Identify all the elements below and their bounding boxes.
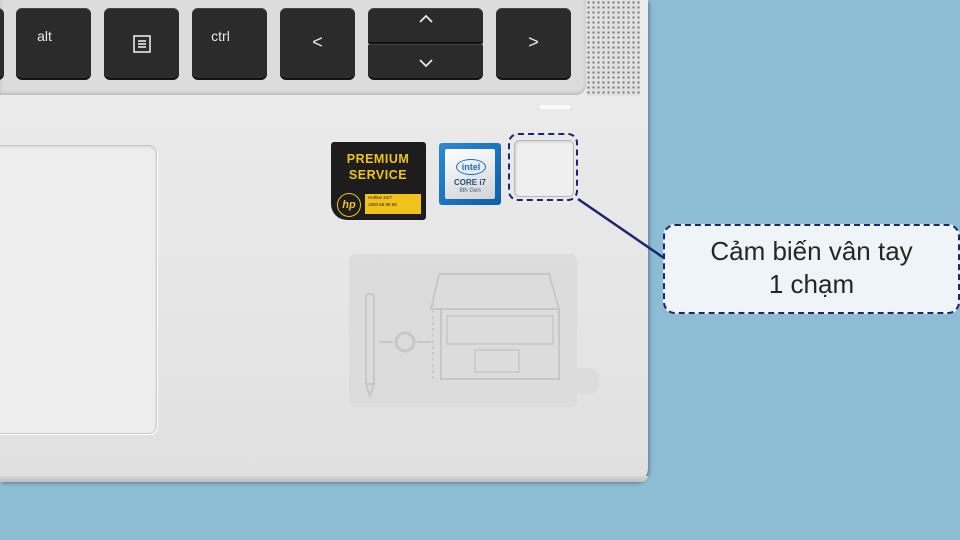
- key-right-arrow: >: [496, 8, 571, 78]
- key-ctrl: ctrl: [192, 8, 267, 78]
- keyboard: alt ctrl < >: [0, 0, 586, 95]
- down-arrow-icon: [368, 56, 483, 72]
- key-up-arrow: [368, 8, 483, 42]
- pen-laptop-icon: [364, 273, 561, 400]
- left-arrow-icon: <: [312, 32, 323, 52]
- speaker-grille: [586, 0, 640, 96]
- hp-premium-line1: PREMIUM: [346, 152, 410, 166]
- hp-hotline-strip: Hotline 24/7 1800 58 88 68: [365, 194, 421, 214]
- key-alt-label: alt: [37, 28, 52, 44]
- key-partial: [0, 8, 4, 78]
- hp-hotline-line2: 1800 58 88 68: [368, 202, 397, 207]
- laptop-palmrest: alt ctrl < > PREMIUM: [0, 0, 648, 482]
- fingerprint-sensor[interactable]: [514, 140, 574, 197]
- fingerprint-highlight-outline: [508, 133, 578, 201]
- key-down-arrow: [368, 44, 483, 78]
- hp-hotline-line1: Hotline 24/7: [368, 195, 393, 200]
- menu-icon: [104, 34, 179, 57]
- intel-model: CORE i7: [453, 178, 486, 187]
- pen-sticker-tab: [577, 368, 599, 394]
- key-alt: alt: [16, 8, 91, 78]
- key-menu: [104, 8, 179, 78]
- key-ctrl-label: ctrl: [211, 28, 230, 44]
- hp-premium-line2: SERVICE: [348, 168, 408, 182]
- key-left-arrow: <: [280, 8, 355, 78]
- hp-premium-text: PREMIUM SERVICE: [339, 151, 417, 183]
- fingerprint-callout: Cảm biến vân tay 1 chạm: [663, 224, 960, 314]
- up-arrow-icon: [368, 12, 483, 28]
- touchpad: [0, 145, 157, 434]
- intel-sticker-inner: intel CORE i7 8th Gen: [445, 149, 495, 199]
- intel-logo-icon: intel: [456, 159, 486, 175]
- intel-core-i7-sticker: intel CORE i7 8th Gen: [439, 143, 501, 205]
- intel-generation: 8th Gen: [459, 188, 481, 194]
- callout-line1: Cảm biến vân tay: [710, 236, 913, 266]
- hp-logo-icon: hp: [337, 193, 361, 217]
- status-led: [538, 104, 572, 110]
- hp-premium-service-sticker: PREMIUM SERVICE hp Hotline 24/7 1800 58 …: [331, 142, 426, 220]
- callout-line2: 1 chạm: [768, 269, 855, 299]
- right-arrow-icon: >: [528, 32, 539, 52]
- pen-sticker: [349, 254, 577, 407]
